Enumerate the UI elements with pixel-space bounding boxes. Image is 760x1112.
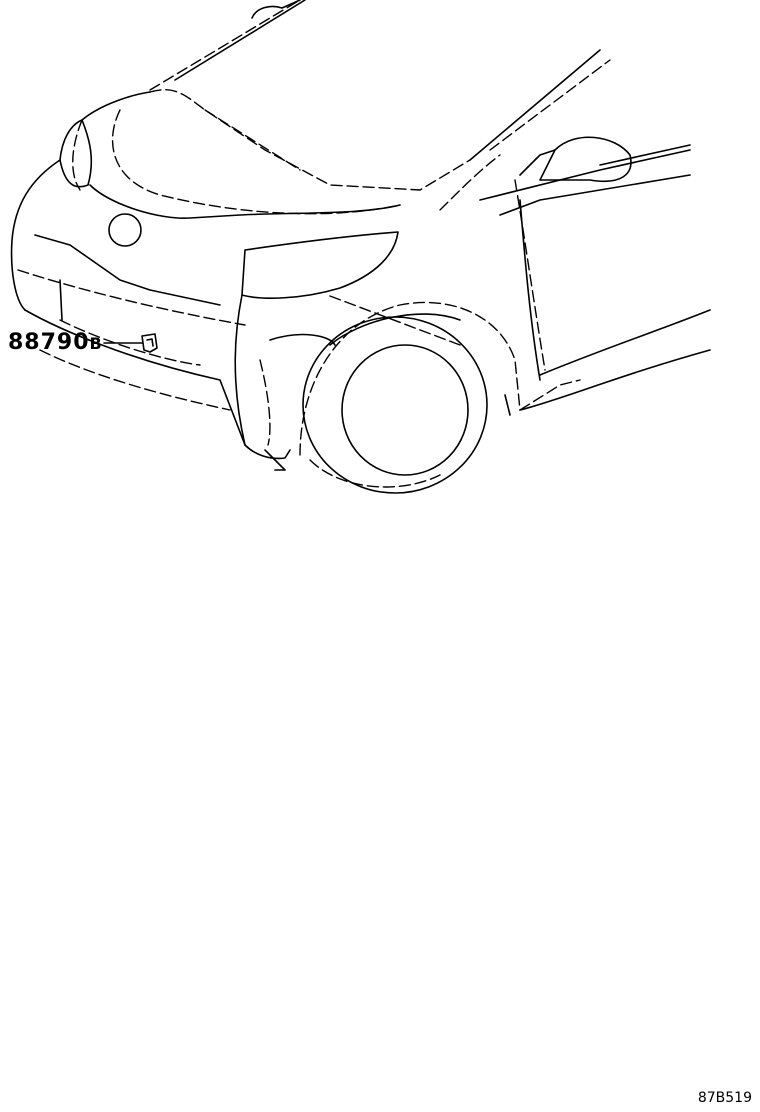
sensor-part-icon [141, 333, 158, 353]
leader-line [103, 342, 143, 344]
drawing-id: 87B519 [697, 1090, 752, 1106]
car-front-outline-icon [10, 0, 711, 494]
part-number: 88790 [8, 330, 90, 355]
part-number-callout[interactable]: 88790B [8, 330, 102, 357]
part-suffix: B [89, 334, 102, 353]
